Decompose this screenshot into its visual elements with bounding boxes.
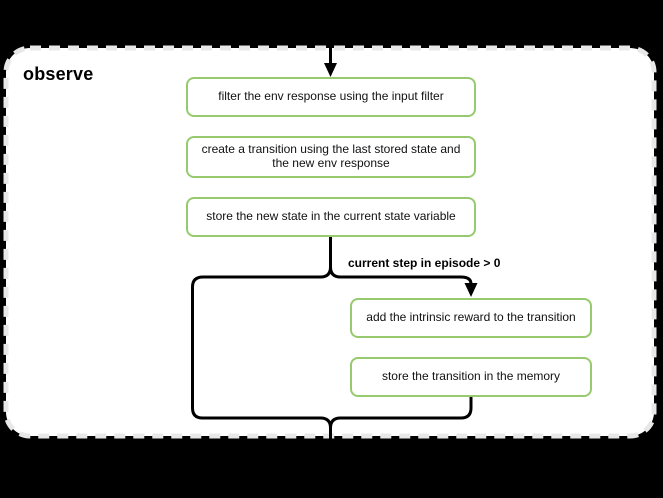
step-store-new-state: store the new state in the current state… (186, 197, 476, 237)
step-label: store the new state in the current state… (206, 209, 456, 224)
condition-true-branch-line (329, 266, 473, 285)
step-store-transition: store the transition in the memory (350, 357, 592, 397)
merge-return-line (329, 397, 473, 429)
step-label: filter the env response using the input … (218, 89, 444, 104)
step-label: add the intrinsic reward to the transiti… (366, 310, 576, 325)
step-label: store the transition in the memory (381, 369, 561, 384)
bypass-loop-line (191, 237, 332, 452)
step-label: create a transition using the last store… (201, 142, 461, 170)
entry-arrowhead-down-icon (324, 63, 337, 77)
step-add-intrinsic-reward: add the intrinsic reward to the transiti… (350, 298, 592, 338)
condition-label: current step in episode > 0 (348, 256, 501, 270)
group-title: observe (23, 64, 94, 84)
condition-arrowhead-down-icon (464, 283, 478, 297)
step-filter-env-response: filter the env response using the input … (186, 77, 476, 117)
step-create-transition: create a transition using the last store… (186, 136, 476, 178)
